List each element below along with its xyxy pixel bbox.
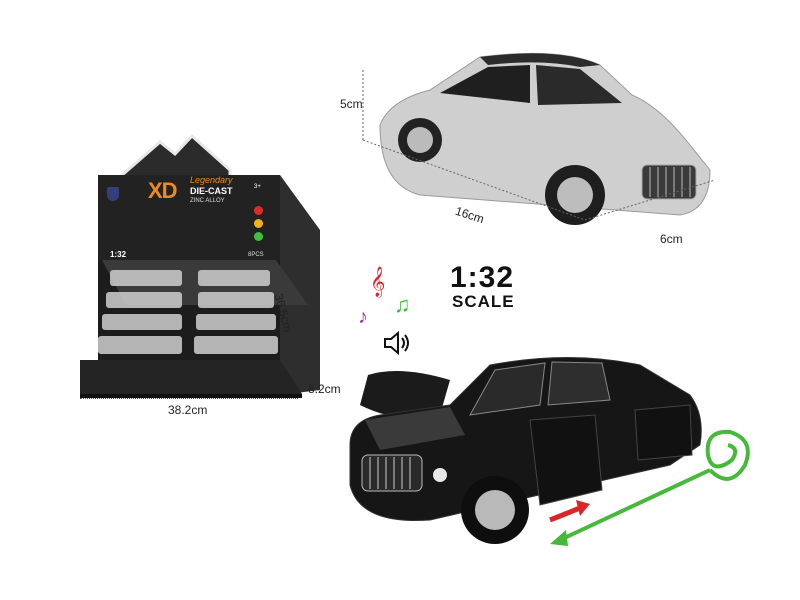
pull-back-arrow [549, 429, 750, 546]
black-car-image [349, 357, 702, 544]
music-note-icon: ♪ [358, 306, 368, 328]
box-width-label: 38.2cm [168, 403, 208, 417]
silver-car-image [379, 52, 711, 225]
scale-ratio: 1:32 [450, 261, 515, 294]
box-tagline: Legendary [190, 175, 233, 185]
display-box [80, 133, 320, 398]
box-age: 3+ [254, 184, 261, 190]
box-height-label: 8.2cm [308, 382, 341, 396]
silver-car-width-label: 6cm [660, 232, 683, 246]
silver-car-height-label: 5cm [340, 97, 363, 111]
shield-icon [107, 187, 119, 201]
box-width-line [80, 398, 298, 399]
silver-car-dimension-lines [362, 70, 716, 221]
music-note-icon: ♫ [394, 292, 411, 317]
scale-word: SCALE [452, 292, 515, 311]
box-line1: DIE-CAST [190, 186, 233, 196]
box-line2: ZINC ALLOY [190, 198, 225, 204]
sound-icon [384, 330, 409, 356]
box-scale: 1:32 [110, 250, 127, 259]
traffic-light-icon [254, 206, 263, 241]
box-pcs: 8PCS [248, 252, 264, 258]
box-brand: XD [148, 178, 178, 203]
treble-clef-icon: 𝄞 [370, 266, 386, 296]
